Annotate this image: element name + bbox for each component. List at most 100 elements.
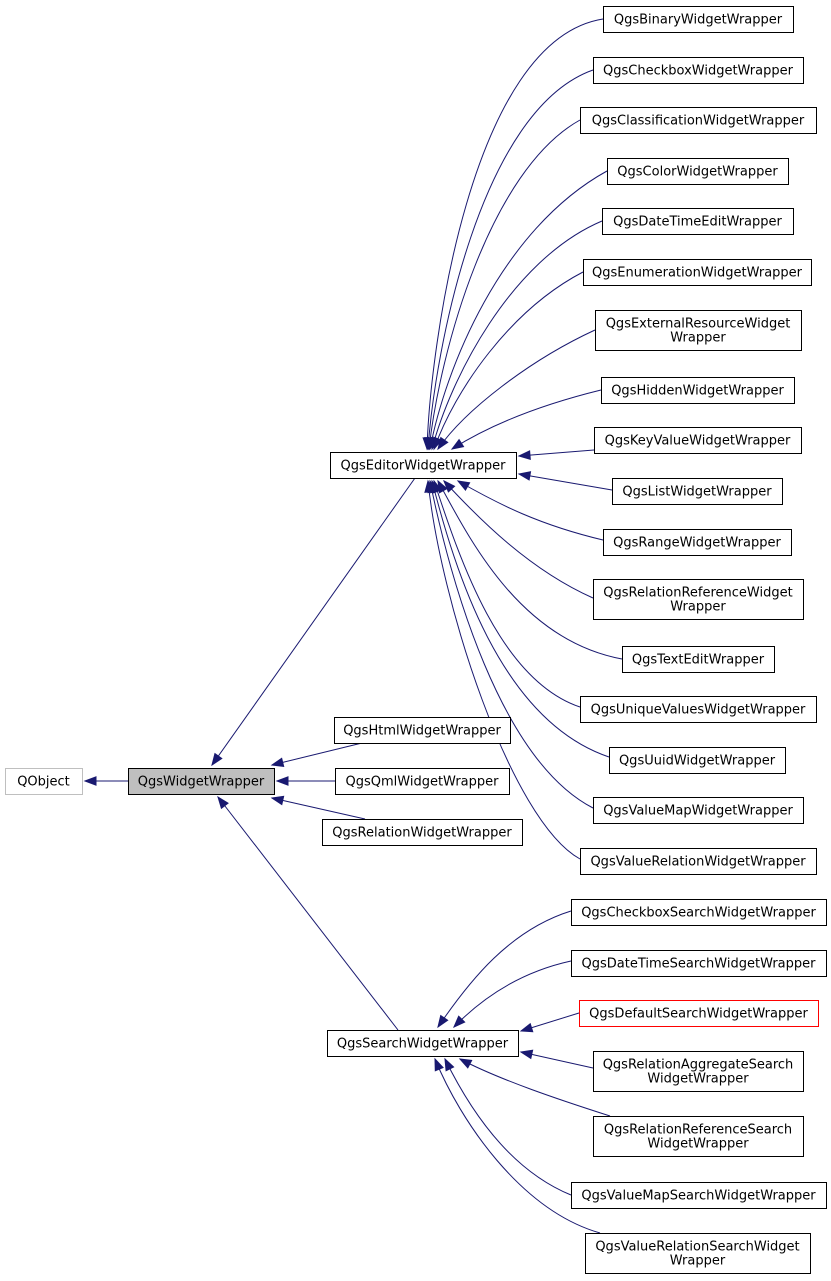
class-name: QgsWidgetWrapper xyxy=(138,775,265,790)
class-node-checkbox[interactable]: QgsCheckboxWidgetWrapper xyxy=(593,57,804,84)
class-name: QgsRangeWidgetWrapper xyxy=(613,536,781,551)
edge-vrsearch-to-search xyxy=(434,1058,601,1234)
edge-keyvalue-to-editor xyxy=(518,449,595,457)
arrowhead-dtsearch-to-search xyxy=(453,1015,466,1029)
class-box xyxy=(612,478,783,505)
class-name: Wrapper xyxy=(670,1254,726,1269)
class-node-uuid[interactable]: QgsUuidWidgetWrapper xyxy=(609,747,786,774)
class-node-valuerel[interactable]: QgsValueRelationWidgetWrapper xyxy=(580,848,817,875)
arrowhead-relref-to-editor xyxy=(443,479,456,493)
class-node-binary[interactable]: QgsBinaryWidgetWrapper xyxy=(603,6,794,33)
class-node-textedit[interactable]: QgsTextEditWrapper xyxy=(622,646,775,673)
class-name: QgsEditorWidgetWrapper xyxy=(341,459,507,474)
edge-valuemap-to-editor xyxy=(429,480,594,809)
arrowhead-hidden-to-editor xyxy=(450,438,465,450)
class-box xyxy=(580,107,817,134)
class-name: QgsBinaryWidgetWrapper xyxy=(614,13,783,28)
class-node-range[interactable]: QgsRangeWidgetWrapper xyxy=(603,529,792,556)
edge-classification-to-editor xyxy=(428,119,581,450)
class-node-qml[interactable]: QgsQmlWidgetWrapper xyxy=(335,768,510,795)
edge-relref-to-editor xyxy=(443,480,594,599)
class-name: QObject xyxy=(17,775,70,790)
edge-list-to-editor xyxy=(518,473,613,491)
arrowhead-relation-to-qgswidgetwrapper xyxy=(270,795,285,806)
class-box xyxy=(335,768,510,795)
arrowhead-list-to-editor xyxy=(517,471,532,481)
edge-color-to-editor xyxy=(429,170,608,450)
class-node-relation[interactable]: QgsRelationWidgetWrapper xyxy=(322,819,523,846)
class-box xyxy=(334,717,511,744)
class-box xyxy=(128,768,275,795)
edge-hidden-to-editor xyxy=(451,389,602,450)
class-name: Wrapper xyxy=(670,600,726,615)
edge-cbsearch-to-search xyxy=(437,910,572,1028)
class-node-search[interactable]: QgsSearchWidgetWrapper xyxy=(327,1030,519,1057)
arrowhead-search-to-qgswidgetwrapper xyxy=(217,795,229,810)
class-node-defsearch[interactable]: QgsDefaultSearchWidgetWrapper xyxy=(579,1000,819,1027)
edge-binary-to-editor xyxy=(426,18,604,450)
arrowhead-html-to-qgswidgetwrapper xyxy=(270,757,285,768)
arrowhead-range-to-editor xyxy=(456,480,471,491)
arrowhead-editor-to-qgswidgetwrapper xyxy=(211,752,223,767)
class-box xyxy=(580,696,817,723)
class-box xyxy=(593,57,804,84)
class-node-valuemap[interactable]: QgsValueMapWidgetWrapper xyxy=(593,797,804,824)
class-node-classification[interactable]: QgsClassificationWidgetWrapper xyxy=(580,107,817,134)
class-name: QgsListWidgetWrapper xyxy=(622,485,772,500)
class-node-list[interactable]: QgsListWidgetWrapper xyxy=(612,478,783,505)
arrowhead-relaggsearch-to-search xyxy=(519,1049,534,1060)
edge-relaggsearch-to-search xyxy=(520,1051,594,1069)
class-node-keyvalue[interactable]: QgsKeyValueWidgetWrapper xyxy=(594,427,802,454)
class-box xyxy=(571,1182,827,1209)
class-node-enumeration[interactable]: QgsEnumerationWidgetWrapper xyxy=(583,259,812,286)
class-box xyxy=(327,1030,519,1057)
edge-vmsearch-to-search xyxy=(444,1058,572,1196)
class-node-hidden[interactable]: QgsHiddenWidgetWrapper xyxy=(601,377,795,404)
class-name: QgsValueMapWidgetWrapper xyxy=(603,804,793,819)
arrowhead-relrefsearch-to-search xyxy=(458,1058,473,1069)
class-name: QgsValueMapSearchWidgetWrapper xyxy=(581,1189,816,1204)
class-node-datetime[interactable]: QgsDateTimeEditWrapper xyxy=(602,208,794,235)
class-node-editor[interactable]: QgsEditorWidgetWrapper xyxy=(330,452,517,479)
class-box xyxy=(571,950,827,977)
nodes-layer: QObject QgsWidgetWrapper QgsEditorWidgetWr… xyxy=(5,6,827,1274)
class-name: QgsDefaultSearchWidgetWrapper xyxy=(589,1007,808,1022)
arrowhead-cbsearch-to-search xyxy=(437,1014,449,1029)
arrowhead-external-to-editor xyxy=(437,436,449,451)
class-box xyxy=(594,427,802,454)
class-box xyxy=(5,768,83,795)
edge-html-to-qgswidgetwrapper xyxy=(271,742,363,766)
class-node-qobject[interactable]: QObject xyxy=(5,768,83,795)
class-box xyxy=(609,747,786,774)
arrowhead-valuerel-to-editor xyxy=(424,479,435,493)
class-box xyxy=(593,797,804,824)
class-name: Wrapper xyxy=(670,331,726,346)
class-node-vmsearch[interactable]: QgsValueMapSearchWidgetWrapper xyxy=(571,1182,827,1209)
class-node-dtsearch[interactable]: QgsDateTimeSearchWidgetWrapper xyxy=(571,950,827,977)
edge-dtsearch-to-search xyxy=(453,960,572,1028)
class-box xyxy=(571,899,827,926)
edge-range-to-editor xyxy=(457,480,604,541)
edge-external-to-editor xyxy=(437,329,596,450)
class-node-cbsearch[interactable]: QgsCheckboxSearchWidgetWrapper xyxy=(571,899,827,926)
class-name: WidgetWrapper xyxy=(647,1137,749,1152)
class-name: QgsDateTimeSearchWidgetWrapper xyxy=(581,957,816,972)
arrowhead-vmsearch-to-search xyxy=(444,1057,455,1072)
arrowhead-qml-to-qgswidgetwrapper xyxy=(275,776,289,786)
class-node-unique[interactable]: QgsUniqueValuesWidgetWrapper xyxy=(580,696,817,723)
edge-search-to-qgswidgetwrapper xyxy=(217,796,399,1031)
class-node-qgswidgetwrapper[interactable]: QgsWidgetWrapper xyxy=(128,768,275,795)
class-name: QgsRelationReferenceWidget xyxy=(603,586,792,601)
class-box xyxy=(607,158,789,185)
edge-enumeration-to-editor xyxy=(433,271,584,450)
class-node-html[interactable]: QgsHtmlWidgetWrapper xyxy=(334,717,511,744)
class-box xyxy=(603,529,792,556)
class-name: WidgetWrapper xyxy=(647,1072,749,1087)
class-node-color[interactable]: QgsColorWidgetWrapper xyxy=(607,158,789,185)
class-box xyxy=(601,377,795,404)
